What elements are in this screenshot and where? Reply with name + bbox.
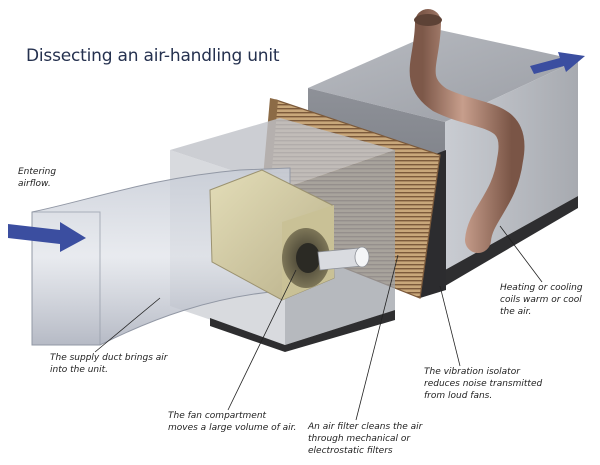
fan-motor [317, 246, 370, 271]
vibration-isolator-label: The vibration isolator reduces noise tra… [424, 367, 543, 401]
diagram-title: Dissecting an air-handling unit [26, 46, 280, 66]
supply-duct-label: The supply duct brings air into the unit… [50, 353, 168, 375]
coil-label: Heating or cooling coils warm or cool th… [500, 283, 583, 317]
entering-airflow-label: Entering airflow. [18, 167, 57, 189]
exiting-airflow-arrow [530, 52, 585, 74]
coil-pipe [409, 9, 525, 253]
entering-airflow-arrow [8, 222, 86, 252]
fan-compartment-label: The fan compartment moves a large volume… [168, 411, 297, 433]
fan-housing [209, 169, 335, 301]
air-filter-label: An air filter cleans the air through mec… [308, 422, 423, 456]
pipe-opening [414, 14, 442, 26]
leader-lines [94, 225, 543, 421]
